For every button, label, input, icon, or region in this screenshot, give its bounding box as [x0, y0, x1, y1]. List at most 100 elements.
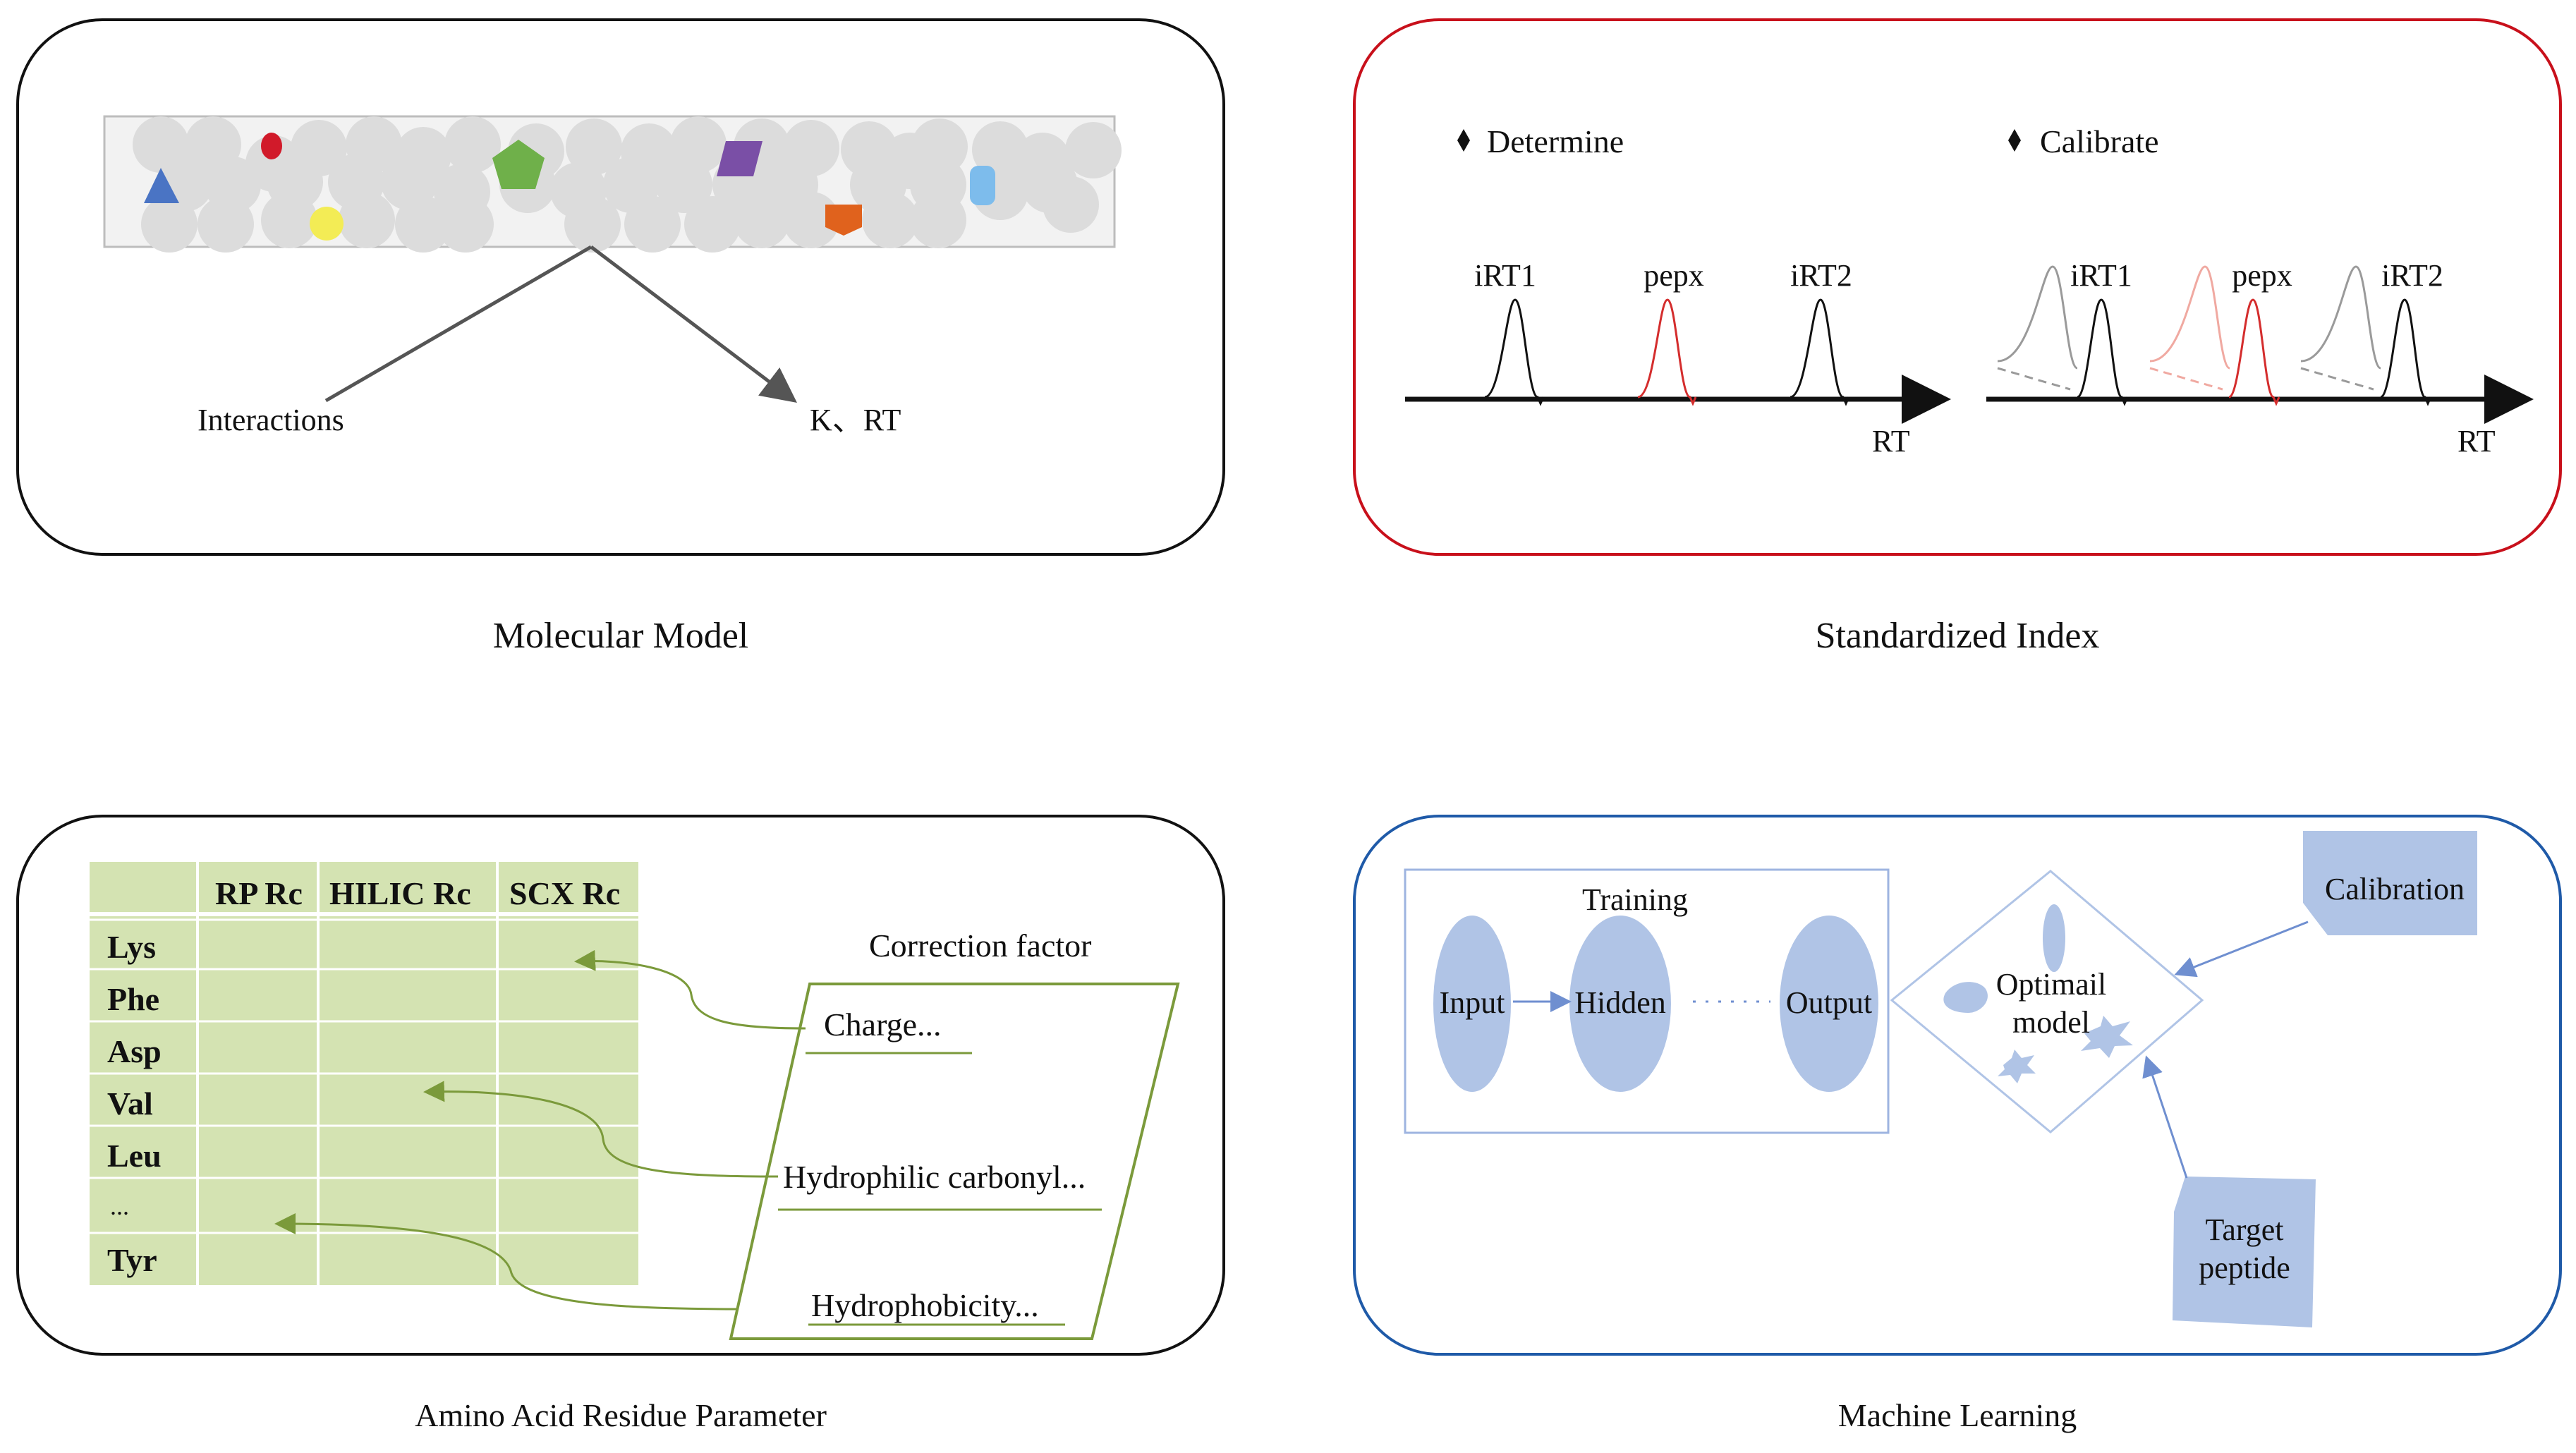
- machine-learning-caption: Machine Learning: [1838, 1397, 2077, 1433]
- peak-label-pepx-right: pepx: [2232, 258, 2292, 293]
- target-peptide-label-line2: peptide: [2199, 1251, 2290, 1285]
- machine-learning-frame: [1353, 815, 2562, 1356]
- particle: [339, 192, 395, 248]
- residue-parameter-table: RP Rc HILIC Rc SCX Rc Lys Phe Asp Val Le…: [90, 862, 638, 1285]
- charge-arrow: [574, 949, 806, 1030]
- peak-irt2-left: [1790, 298, 1850, 406]
- model-blob-icon: [1943, 982, 1988, 1013]
- stationary-phase-particles: [133, 116, 1122, 253]
- hydrophobicity-arrow: [274, 1213, 739, 1311]
- factor-charge: Charge...: [824, 1007, 942, 1042]
- model-blob-icon: [2043, 904, 2065, 972]
- amino-acid-frame: [16, 815, 1225, 1356]
- target-peptide-label-line1: Target: [2206, 1212, 2284, 1247]
- molecular-model-frame: [16, 18, 1225, 556]
- row-header-val: Val: [107, 1086, 153, 1121]
- factor-hydrophobicity: Hydrophobicity...: [811, 1287, 1039, 1323]
- particle: [198, 196, 254, 253]
- calibration-label: Calibration: [2325, 872, 2465, 906]
- row-header-lys: Lys: [107, 929, 156, 965]
- particle: [261, 192, 317, 248]
- red-oval-analyte-icon: [261, 133, 282, 159]
- determine-bullet-icon: [1457, 129, 1470, 152]
- peak-pepx-shifted: [2149, 265, 2230, 370]
- standardized-index-panel: Determine Calibrate RT RT iRT1 pepx iRT2…: [1353, 18, 2562, 556]
- correction-factor-box: [729, 983, 1180, 1340]
- determine-label: Determine: [1487, 123, 1624, 159]
- particle: [910, 192, 966, 248]
- peak-label-irt1-left: iRT1: [1474, 258, 1536, 293]
- output-node: [1780, 916, 1878, 1092]
- particle: [684, 196, 741, 253]
- peak-irt2-right: [2380, 298, 2432, 406]
- molecular-model-caption: Molecular Model: [493, 616, 748, 656]
- hydrophilic-arrow: [423, 1081, 779, 1178]
- optimal-model-label-line1: Optimail: [1996, 967, 2106, 1002]
- target-peptide-arrow: [2142, 1055, 2188, 1179]
- target-peptide-card: [2173, 1177, 2316, 1327]
- rt-axis-label-right: RT: [2457, 424, 2496, 458]
- factor-hydrophilic: Hydrophilic carbonyl...: [783, 1159, 1086, 1195]
- star-burst-icon: [2081, 1016, 2133, 1058]
- k-rt-arrow: [590, 245, 797, 403]
- peak-irt1-right: [2077, 298, 2129, 406]
- row-header-phe: Phe: [107, 981, 159, 1017]
- amino-acid-panel: RP Rc HILIC Rc SCX Rc Lys Phe Asp Val Le…: [16, 815, 1225, 1356]
- molecular-model-panel: Interactions K、RT: [16, 18, 1225, 556]
- shift-baseline-irt2: [2300, 367, 2374, 391]
- peak-label-irt2-right: iRT2: [2381, 258, 2443, 293]
- k-rt-label: K、RT: [810, 403, 901, 437]
- optimal-model-diamond: [1890, 870, 2204, 1133]
- particle: [972, 121, 1028, 178]
- particle: [395, 196, 451, 253]
- pentagon-analyte-icon: [492, 140, 545, 189]
- peak-irt1-left: [1484, 298, 1545, 406]
- calibrate-bullet-icon: [2008, 129, 2021, 152]
- calibration-card: [2303, 831, 2477, 935]
- row-header-ellipsis: ...: [110, 1192, 129, 1220]
- particle: [141, 196, 198, 253]
- peak-irt1-shifted: [1997, 265, 2078, 370]
- triangle-analyte-icon: [144, 168, 179, 203]
- particle: [1065, 122, 1122, 178]
- light-blue-analyte-icon: [970, 166, 995, 205]
- training-label: Training: [1582, 882, 1688, 917]
- yellow-circle-analyte-icon: [310, 207, 344, 241]
- interactions-label: Interactions: [198, 403, 344, 437]
- shift-baseline-pepx: [2149, 367, 2223, 391]
- column-header-hilic: HILIC Rc: [329, 875, 471, 911]
- calibration-arrow: [2174, 920, 2309, 978]
- interaction-line: [324, 245, 593, 403]
- peak-pepx-right: [2228, 298, 2280, 406]
- peak-label-irt2-left: iRT2: [1790, 258, 1852, 293]
- amino-acid-caption: Amino Acid Residue Parameter: [415, 1397, 827, 1433]
- peak-pepx-left: [1637, 298, 1697, 406]
- calibrate-label: Calibrate: [2040, 123, 2159, 159]
- particle: [656, 157, 712, 213]
- input-label: Input: [1440, 985, 1505, 1020]
- particle: [566, 118, 622, 175]
- particle: [1043, 176, 1099, 233]
- output-label: Output: [1786, 985, 1872, 1020]
- row-header-asp: Asp: [107, 1033, 162, 1069]
- training-box: [1404, 868, 1890, 1134]
- parallelogram-analyte-icon: [717, 141, 763, 176]
- optimal-model-label-line2: model: [2012, 1005, 2090, 1040]
- machine-learning-panel: Training Input Hidden Output Optimail mo…: [1353, 815, 2562, 1356]
- particle: [862, 192, 918, 248]
- standardized-index-caption: Standardized Index: [1816, 616, 2100, 656]
- hidden-label: Hidden: [1574, 985, 1666, 1020]
- column-header-rp: RP Rc: [215, 875, 303, 911]
- correction-factor-title: Correction factor: [869, 928, 1091, 963]
- standardized-index-frame: [1353, 18, 2562, 556]
- peak-label-irt1-right: iRT1: [2070, 258, 2132, 293]
- star-burst-icon: [1998, 1050, 2036, 1083]
- particle: [734, 192, 790, 248]
- particle: [564, 196, 621, 253]
- particle: [444, 116, 501, 173]
- row-header-tyr: Tyr: [107, 1242, 157, 1278]
- peak-label-pepx-left: pepx: [1644, 258, 1704, 293]
- row-header-leu: Leu: [107, 1138, 162, 1174]
- particle: [437, 196, 494, 253]
